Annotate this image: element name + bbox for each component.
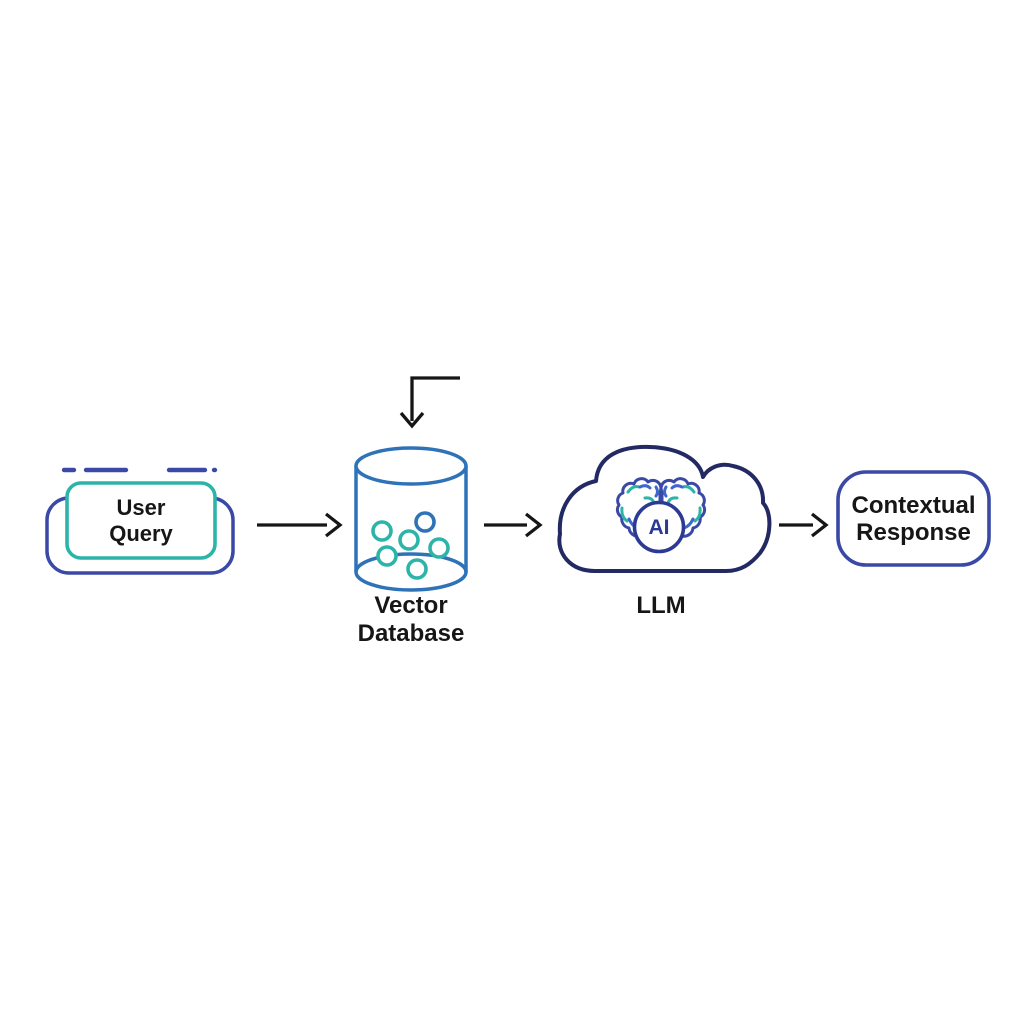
squiggle xyxy=(654,485,659,498)
vector-database-label: Vector Database xyxy=(357,592,465,647)
llm-label: LLM xyxy=(636,592,686,619)
squiggle xyxy=(638,484,652,490)
arrow-head-icon xyxy=(810,512,829,538)
squiggle xyxy=(693,506,702,523)
arrow-head-icon xyxy=(324,512,343,538)
squiggle xyxy=(670,484,684,490)
vector-dot xyxy=(398,529,420,551)
ai-badge-circle xyxy=(632,500,686,554)
user-query-node xyxy=(45,467,235,575)
flow-arrow-1 xyxy=(257,512,343,538)
arrow-head-icon xyxy=(399,411,425,429)
contextual-response-card xyxy=(836,470,991,567)
vector-database-icon xyxy=(354,446,468,592)
vector-dot xyxy=(414,511,436,533)
squiggle xyxy=(620,506,629,523)
user-query-card xyxy=(65,481,217,560)
vector-dot xyxy=(428,537,450,559)
flow-arrow-3 xyxy=(779,512,829,538)
cylinder-top xyxy=(354,446,468,486)
contextual-response-label: Contextual Response xyxy=(851,491,976,546)
cylinder-inner-arc xyxy=(354,552,468,573)
ingest-arrow xyxy=(399,376,460,429)
squiggle xyxy=(663,485,668,498)
brain-icon xyxy=(615,477,707,554)
arrow-shaft xyxy=(410,376,460,421)
flow-arrow-2 xyxy=(484,512,543,538)
llm-node xyxy=(557,444,772,573)
vector-dot xyxy=(376,545,398,567)
vector-dot xyxy=(371,520,393,542)
ai-badge-label: AI xyxy=(648,515,670,539)
arrow-head-icon xyxy=(524,512,543,538)
squiggle xyxy=(626,485,641,494)
vector-dot xyxy=(406,558,428,580)
squiggle xyxy=(666,496,679,505)
squiggle xyxy=(681,485,696,494)
user-query-label: User Query xyxy=(109,494,173,546)
